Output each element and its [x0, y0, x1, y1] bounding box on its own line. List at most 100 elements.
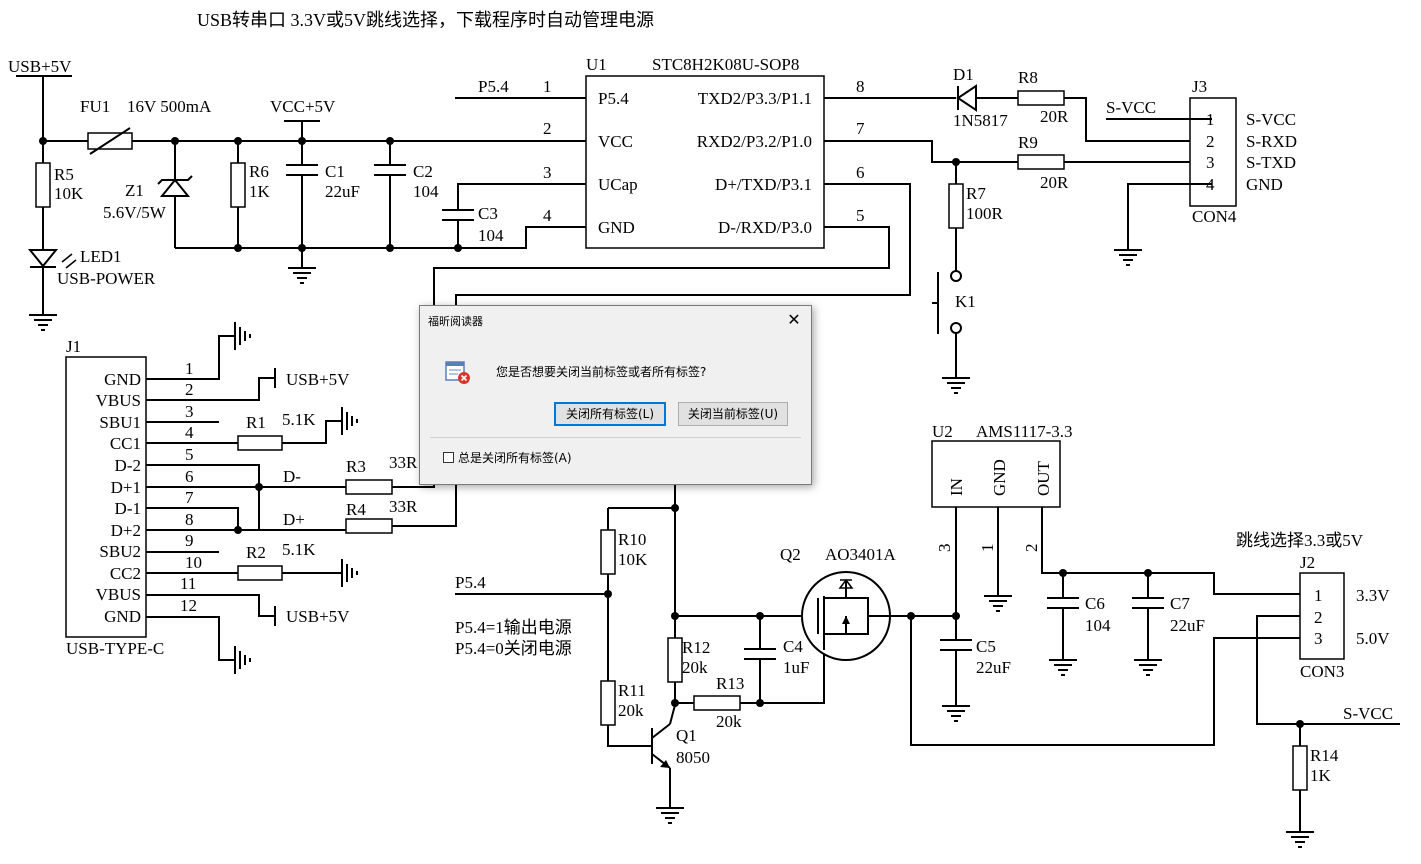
u1-pin-gnd: GND: [598, 218, 635, 237]
u1-pin-vcc: VCC: [598, 132, 633, 151]
dialog-close-icon[interactable]: ✕: [787, 310, 801, 329]
u1-pin8-num: 8: [856, 77, 865, 96]
j1-pin-numbers: 1 2 3 4 5 6 7 8 9 10 11 12: [180, 359, 202, 615]
j2-pin3-num: 3: [1314, 629, 1323, 648]
close-current-tab-button[interactable]: 关闭当前标签(U): [678, 402, 788, 426]
resistor-r13: [693, 695, 741, 711]
svg-text:D+2: D+2: [111, 521, 141, 540]
u1-pin1-num: 1: [543, 77, 552, 96]
r12-value: 20k: [682, 658, 708, 677]
c2-value: 104: [413, 182, 439, 201]
j3-pin4-name: GND: [1246, 175, 1283, 194]
j1-value: USB-TYPE-C: [66, 639, 164, 658]
q2-ref: Q2: [780, 545, 801, 564]
q2-value: AO3401A: [825, 545, 897, 564]
r5-value: 10K: [54, 184, 84, 203]
u1-ref: U1: [586, 55, 607, 74]
u2-ref: U2: [932, 422, 953, 441]
r9-value: 20R: [1040, 173, 1069, 192]
u2-pin3-num: 3: [935, 544, 954, 553]
resistor-r14: [1292, 745, 1308, 791]
usb5v-label: USB+5V: [8, 57, 72, 76]
q1-value: 8050: [676, 748, 710, 767]
resistor-r1: [237, 435, 283, 451]
svg-text:2: 2: [185, 380, 194, 399]
resistor-r9: [1017, 154, 1065, 170]
r6-value: 1K: [249, 182, 271, 201]
j2-pin3-name: 5.0V: [1356, 629, 1390, 648]
r2-ref: R2: [246, 543, 266, 562]
j3-pin3-num: 3: [1206, 153, 1215, 172]
c5-ref: C5: [976, 637, 996, 656]
always-close-all-checkbox-row[interactable]: 总是关闭所有标签(A): [443, 449, 572, 466]
u2-pin-out: OUT: [1034, 460, 1053, 496]
j1-vbus-label-top: USB+5V: [286, 370, 350, 389]
svg-text:10: 10: [185, 553, 202, 572]
net-p54-bottom: P5.4: [455, 573, 486, 592]
mosfet-q2: [801, 571, 891, 661]
svg-text:D-2: D-2: [115, 456, 141, 475]
net-dplus: D+: [283, 510, 305, 529]
resistor-r2: [237, 565, 283, 581]
svg-text:7: 7: [185, 488, 194, 507]
svg-text:1: 1: [185, 359, 194, 378]
always-close-all-label: 总是关闭所有标签(A): [458, 451, 572, 465]
r11-ref: R11: [618, 681, 646, 700]
connector-j3: [1189, 97, 1237, 207]
j1-ref: J1: [66, 337, 81, 356]
u1-pin-dplus: D+/TXD/P3.1: [715, 175, 812, 194]
u1-pin6-num: 6: [856, 163, 865, 182]
svcc-label-top: S-VCC: [1106, 98, 1156, 117]
r13-ref: R13: [716, 674, 744, 693]
u2-pin2-num: 2: [1022, 544, 1041, 553]
r14-value: 1K: [1310, 766, 1332, 785]
j1-vbus-label-bottom: USB+5V: [286, 607, 350, 626]
resistor-r12: [667, 637, 683, 683]
dialog-message: 您是否想要关闭当前标签或者所有标签?: [496, 365, 707, 379]
u1-pin-dminus: D-/RXD/P3.0: [718, 218, 812, 237]
fu1-ref: FU1: [80, 97, 110, 116]
svg-text:4: 4: [185, 423, 194, 442]
r14-ref: R14: [1310, 746, 1339, 765]
resistor-r3: [345, 479, 393, 495]
led1-ref: LED1: [80, 247, 122, 266]
net-dminus: D-: [283, 467, 301, 486]
svg-text:VBUS: VBUS: [96, 391, 141, 410]
close-all-tabs-button[interactable]: 关闭所有标签(L): [554, 402, 666, 426]
dialog-title: 福昕阅读器: [428, 315, 483, 328]
r7-value: 100R: [966, 204, 1004, 223]
r10-value: 10K: [618, 550, 648, 569]
svg-text:11: 11: [180, 574, 196, 593]
r5-ref: R5: [54, 165, 74, 184]
c4-value: 1uF: [783, 658, 809, 677]
r3-value: 33R: [389, 453, 418, 472]
svg-text:SBU1: SBU1: [99, 413, 141, 432]
u1-pin2-num: 2: [543, 119, 552, 138]
j2-pin1-num: 1: [1314, 586, 1323, 605]
capacitor-c5: [940, 639, 972, 651]
close-tabs-icon: [445, 361, 470, 384]
r10-ref: R10: [618, 530, 646, 549]
u1-pin-txd2: TXD2/P3.3/P1.1: [698, 89, 812, 108]
always-close-all-checkbox[interactable]: [443, 452, 454, 463]
svg-text:5: 5: [185, 445, 194, 464]
note-line2: P5.4=0关闭电源: [455, 639, 572, 658]
resistor-r7: [948, 183, 964, 229]
ic-u2: [931, 440, 1061, 508]
svg-text:SBU2: SBU2: [99, 542, 141, 561]
r3-ref: R3: [346, 457, 366, 476]
d1-value: 1N5817: [953, 111, 1008, 130]
u2-value: AMS1117-3.3: [976, 422, 1073, 441]
svg-text:CC2: CC2: [110, 564, 141, 583]
r9-ref: R9: [1018, 133, 1038, 152]
r12-ref: R12: [682, 638, 710, 657]
r7-ref: R7: [966, 184, 986, 203]
u1-pin-p54: P5.4: [598, 89, 629, 108]
dialog-separator: [430, 437, 801, 438]
j3-value: CON4: [1192, 207, 1237, 226]
j3-pin1-name: S-VCC: [1246, 110, 1296, 129]
led-led1: [27, 249, 77, 269]
capacitor-c6: [1047, 597, 1079, 609]
r4-ref: R4: [346, 500, 366, 519]
c6-value: 104: [1085, 616, 1111, 635]
